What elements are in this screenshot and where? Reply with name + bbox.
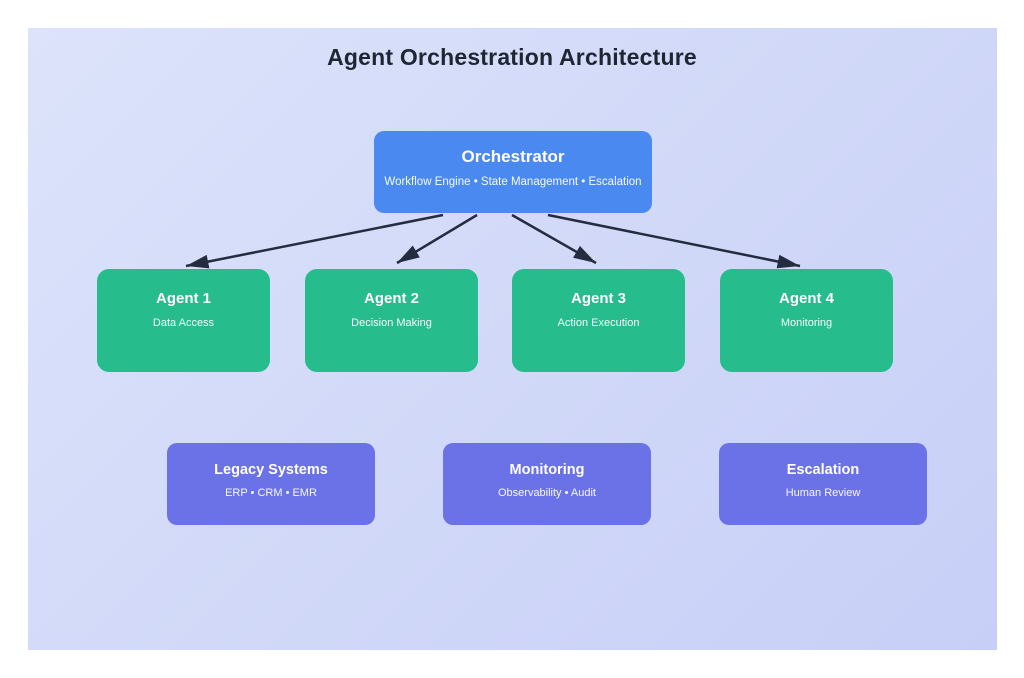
legacy-systems-title: Legacy Systems [214,462,328,478]
agent-4-subtitle: Monitoring [780,317,833,329]
agent-3-node: Agent 3 Action Execution [512,269,685,372]
escalation-subtitle: Human Review [785,487,861,499]
agent-3-subtitle: Action Execution [557,317,640,329]
legacy-systems-node: Legacy Systems ERP • CRM • EMR [167,443,375,525]
agent-2-title: Agent 2 [363,290,419,307]
agent-4-title: Agent 4 [778,290,834,307]
agent-4-node: Agent 4 Monitoring [720,269,893,372]
agent-1-node: Agent 1 Data Access [97,269,270,372]
diagram-title: Agent Orchestration Architecture [327,44,697,70]
agent-2-subtitle: Decision Making [351,317,432,329]
monitoring-title: Monitoring [509,462,585,478]
agent-2-node: Agent 2 Decision Making [305,269,478,372]
agent-1-title: Agent 1 [155,290,211,307]
agent-1-subtitle: Data Access [152,317,215,329]
orchestrator-node: Orchestrator Workflow Engine • State Man… [374,131,652,213]
monitoring-subtitle: Observability • Audit [497,487,596,499]
agent-3-title: Agent 3 [570,290,626,307]
escalation-node: Escalation Human Review [719,443,927,525]
orchestrator-title: Orchestrator [461,147,565,166]
monitoring-node: Monitoring Observability • Audit [443,443,651,525]
orchestrator-subtitle: Workflow Engine • State Management • Esc… [384,176,642,188]
escalation-title: Escalation [786,462,860,478]
legacy-systems-subtitle: ERP • CRM • EMR [225,487,317,499]
